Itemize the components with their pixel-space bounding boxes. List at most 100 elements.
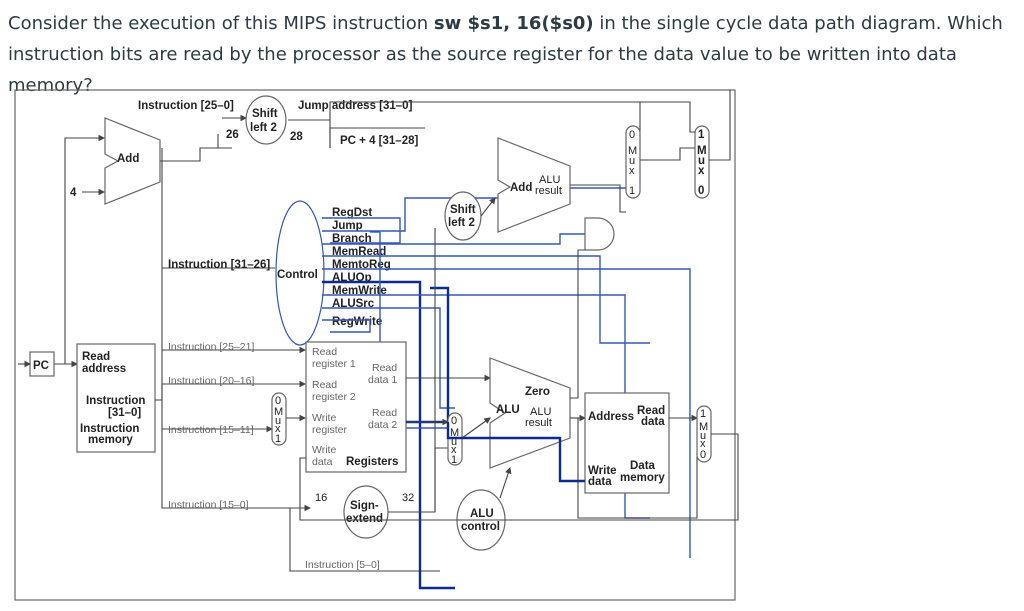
bits-28: 28 [290, 131, 303, 143]
rd2-b: data 2 [368, 419, 397, 431]
jump-mux-shape [694, 125, 710, 199]
question-prefix: Consider the execution of this MIPS inst… [8, 13, 434, 34]
control-unit: Control RegDst Jump Branch MemRead Memto… [275, 187, 691, 590]
dmem-write: Write [588, 465, 617, 477]
sign-line2: extend [346, 513, 383, 525]
jump-path: Instruction [25–0] Shift left 2 26 28 Ju… [14, 89, 736, 601]
dmem-read: Read [637, 405, 665, 417]
rd2-a: Read [372, 407, 397, 419]
alusrc-x: x [451, 444, 457, 456]
regdst-mux-shape [271, 392, 287, 446]
instruction-fields: Instruction [31–26] Instruction [25–21] … [161, 259, 440, 572]
alusrc-1: 1 [451, 454, 457, 466]
jmux-m: M [697, 145, 707, 157]
bmux-u: u [629, 155, 635, 167]
register-file: Read register 1 Read register 2 Write re… [305, 286, 492, 473]
sig-memread: MemRead [332, 246, 386, 258]
write-data-path [446, 422, 585, 483]
instruction-memory: Read address Instruction [31–0] Instruct… [76, 148, 163, 453]
pc-section: PC Add 4 [18, 117, 232, 377]
mtr-u: u [700, 430, 706, 442]
shift-jump-line2: left 2 [250, 122, 277, 134]
dmem-title2: memory [620, 472, 665, 484]
imem-address: address [82, 363, 126, 375]
imem-title1: Instruction [80, 423, 139, 435]
shift-jump-line1: Shift [252, 108, 278, 120]
dmem-block [584, 392, 670, 494]
jmux-x: x [698, 165, 705, 177]
registers-title: Registers [346, 456, 398, 468]
question-instruction: sw $s1, 16($s0) [433, 13, 594, 34]
branch-adder: Add ALU result [497, 137, 626, 233]
shift-left-2-branch [444, 191, 482, 241]
pc-adder [104, 117, 161, 205]
question-suffix: in the single cycle data path diagram. W… [8, 13, 1003, 96]
registers-block [305, 341, 407, 473]
sig-jump: Jump [332, 220, 363, 232]
branch-adder-shape [497, 137, 571, 233]
control-ellipse [275, 200, 325, 346]
alu-zero: Zero [525, 386, 550, 398]
imem-block [76, 343, 156, 453]
jmux-1: 1 [698, 129, 705, 141]
jmux-u: u [698, 155, 705, 167]
imem-bits: [31–0] [108, 407, 141, 419]
datapath-diagram: Instruction [25–0] Shift left 2 26 28 Ju… [14, 89, 739, 601]
mtr-1: 1 [700, 408, 706, 420]
jmux-0: 0 [698, 185, 704, 197]
imem-instruction: Instruction [86, 395, 145, 407]
jump-address-label: Jump address [31–0] [298, 100, 413, 112]
instr-25-0-label: Instruction [25–0] [138, 100, 234, 112]
sig-memwrite: MemWrite [332, 285, 387, 297]
bmux-1: 1 [629, 185, 635, 197]
rr2-a: Read [312, 379, 337, 391]
rr1-a: Read [312, 346, 337, 358]
bmux-m: M [628, 145, 637, 157]
sig-regdst: RegDst [332, 207, 372, 219]
dmem-data: data [641, 416, 665, 428]
imem-title2: memory [88, 434, 133, 446]
shift-left-2-jump [245, 95, 287, 145]
data-memory: Address Read data Write data Data memory [577, 392, 699, 519]
field-15-11: Instruction [15–11] [168, 424, 254, 436]
alu-control: ALU control [456, 466, 512, 551]
const-four: 4 [70, 187, 77, 199]
branch-mux-shape [625, 125, 641, 199]
sign-extend: Sign- extend 16 32 [315, 228, 448, 539]
imem-read: Read [82, 351, 110, 363]
field-15-0: Instruction [15–0] [168, 499, 249, 511]
main-alu: Zero ALU ALU result [489, 249, 587, 469]
wd-a: Write [312, 444, 336, 456]
sign-extend-ellipse [343, 485, 389, 539]
aluctl-line2: control [461, 521, 500, 533]
wr-b: register [312, 424, 348, 436]
question-text: Consider the execution of this MIPS inst… [8, 8, 1018, 101]
sig-alusrc: ALUSrc [332, 298, 375, 310]
sig-branch: Branch [332, 233, 372, 245]
field-5-0: Instruction [5–0] [305, 559, 380, 571]
bits-16: 16 [315, 492, 327, 504]
field-25-21: Instruction [25–21] [168, 341, 254, 353]
alusrc-0: 0 [451, 415, 457, 427]
mtr-x: x [700, 438, 706, 450]
regdst-mux: 0 M u x 1 [271, 392, 307, 446]
bmux-0: 0 [629, 129, 635, 141]
mtr-m: M [699, 421, 708, 433]
branch-result-label: result [535, 185, 562, 197]
memtoreg-mux: 1 M u x 0 [299, 405, 739, 521]
rd1-b: data 1 [368, 374, 397, 386]
bmux-x: x [629, 165, 635, 177]
regdst-1: 1 [275, 433, 281, 445]
instr-31-26: Instruction [31–26] [168, 259, 270, 271]
alu-label2: ALU [530, 406, 551, 418]
alusrc-mux: 0 M u x 1 [447, 412, 491, 466]
sig-memtoreg: MemtoReg [332, 259, 391, 271]
bits-26: 26 [226, 129, 239, 141]
regdst-u: u [275, 415, 281, 427]
sig-regwrite: RegWrite [332, 316, 382, 328]
and-gate [584, 217, 615, 251]
branch-add-label: Add [510, 182, 532, 194]
pc4-label: PC + 4 [31–28] [340, 135, 418, 147]
aluctl-line1: ALU [470, 508, 494, 520]
mtr-0: 0 [700, 449, 706, 461]
